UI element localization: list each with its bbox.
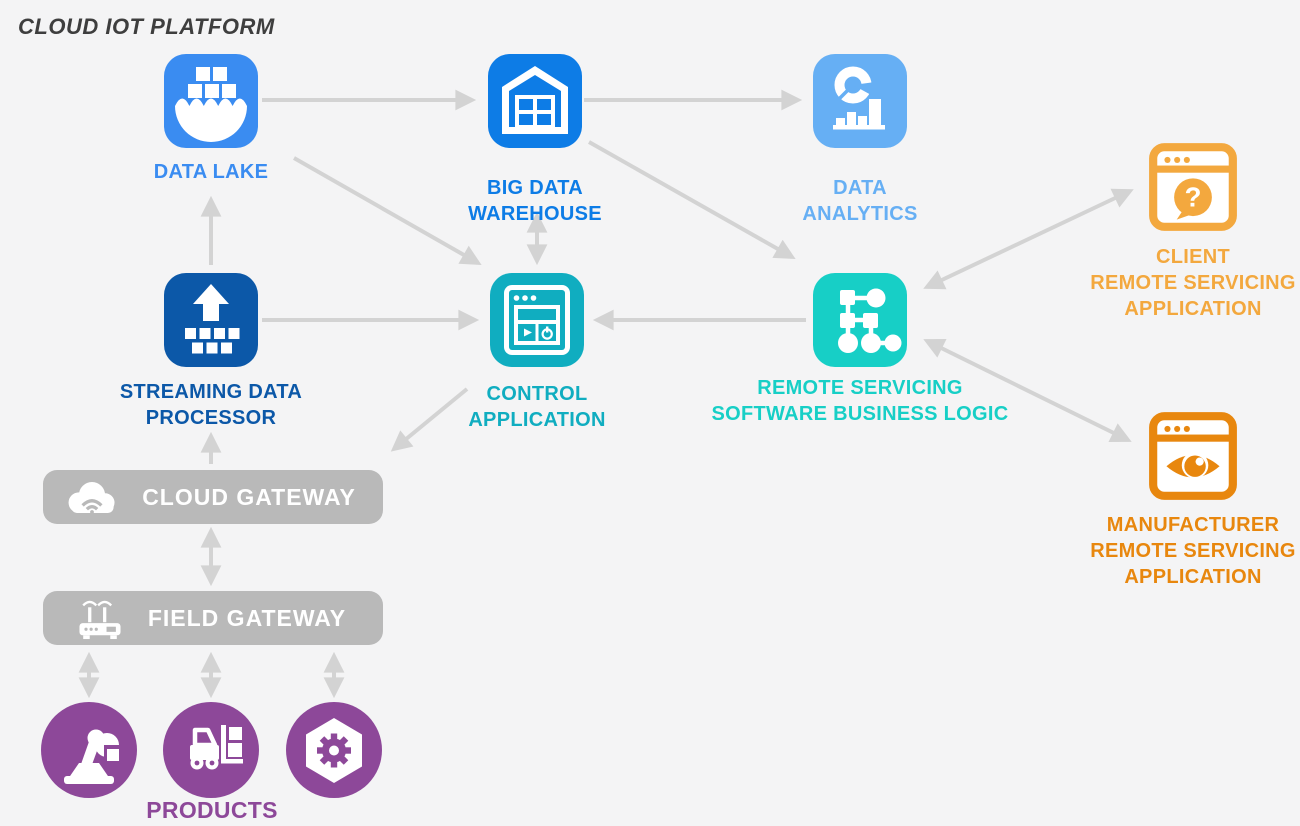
- client-app-icon: ?: [1149, 143, 1237, 231]
- streaming-icon: [185, 284, 240, 354]
- control-application-node: [490, 273, 584, 367]
- data-lake-icon: [175, 67, 247, 142]
- field-gateway-bar: FIELD GATEWAY: [43, 591, 383, 645]
- data-lake-label: DATA LAKE: [153, 161, 269, 183]
- business-logic-icon: [838, 288, 902, 353]
- client-app-node: ?: [1145, 139, 1241, 235]
- big-data-warehouse-label: BIG DATA WAREHOUSE: [468, 177, 602, 225]
- big-data-warehouse-node: [488, 54, 582, 148]
- forklift-icon: [190, 725, 243, 770]
- robot-arm-icon: [64, 729, 124, 784]
- field-gateway-icon: [79, 600, 121, 639]
- control-application-label: CONTROL APPLICATION: [468, 383, 606, 431]
- gear-hexagon-icon: [306, 718, 362, 783]
- streaming-data-processor-label: STREAMING DATA PROCESSOR: [119, 381, 303, 429]
- analytics-icon: [833, 66, 885, 130]
- product-forklift: [163, 702, 259, 798]
- data-analytics-label: DATA ANALYTICS: [802, 177, 918, 225]
- manufacturer-app-node: [1145, 408, 1241, 504]
- connector-control-cloudgateway: [390, 387, 469, 452]
- client-app-label: CLIENT REMOTE SERVICING APPLICATION: [1090, 246, 1296, 320]
- cloud-gateway-label: CLOUD GATEWAY: [142, 483, 356, 510]
- remote-servicing-logic-label: REMOTE SERVICING SOFTWARE BUSINESS LOGIC: [711, 377, 1009, 425]
- product-robot-arm: [41, 702, 137, 798]
- data-analytics-node: [813, 54, 907, 148]
- cloud-gateway-icon: [68, 482, 115, 514]
- connector-warehouse-remote: [588, 140, 796, 260]
- cloud-gateway-bar: CLOUD GATEWAY: [43, 470, 383, 524]
- data-lake-node: [164, 54, 258, 148]
- diagram-title: CLOUD IOT PLATFORM: [18, 14, 275, 39]
- warehouse-icon: [502, 66, 568, 134]
- field-gateway-label: FIELD GATEWAY: [147, 604, 347, 631]
- remote-servicing-logic-node: [813, 273, 907, 367]
- product-gear: [286, 702, 382, 798]
- manufacturer-app-icon: [1149, 412, 1237, 500]
- svg-text:?: ?: [1185, 181, 1202, 212]
- connector-remote-client: [923, 188, 1134, 290]
- manufacturer-app-label: MANUFACTURER REMOTE SERVICING APPLICATIO…: [1090, 514, 1296, 588]
- streaming-data-processor-node: [164, 273, 258, 367]
- control-app-icon: [504, 285, 570, 355]
- connector-lake-control: [293, 156, 482, 266]
- connector-remote-manufacturer: [923, 339, 1132, 442]
- products-label: PRODUCTS: [146, 797, 278, 823]
